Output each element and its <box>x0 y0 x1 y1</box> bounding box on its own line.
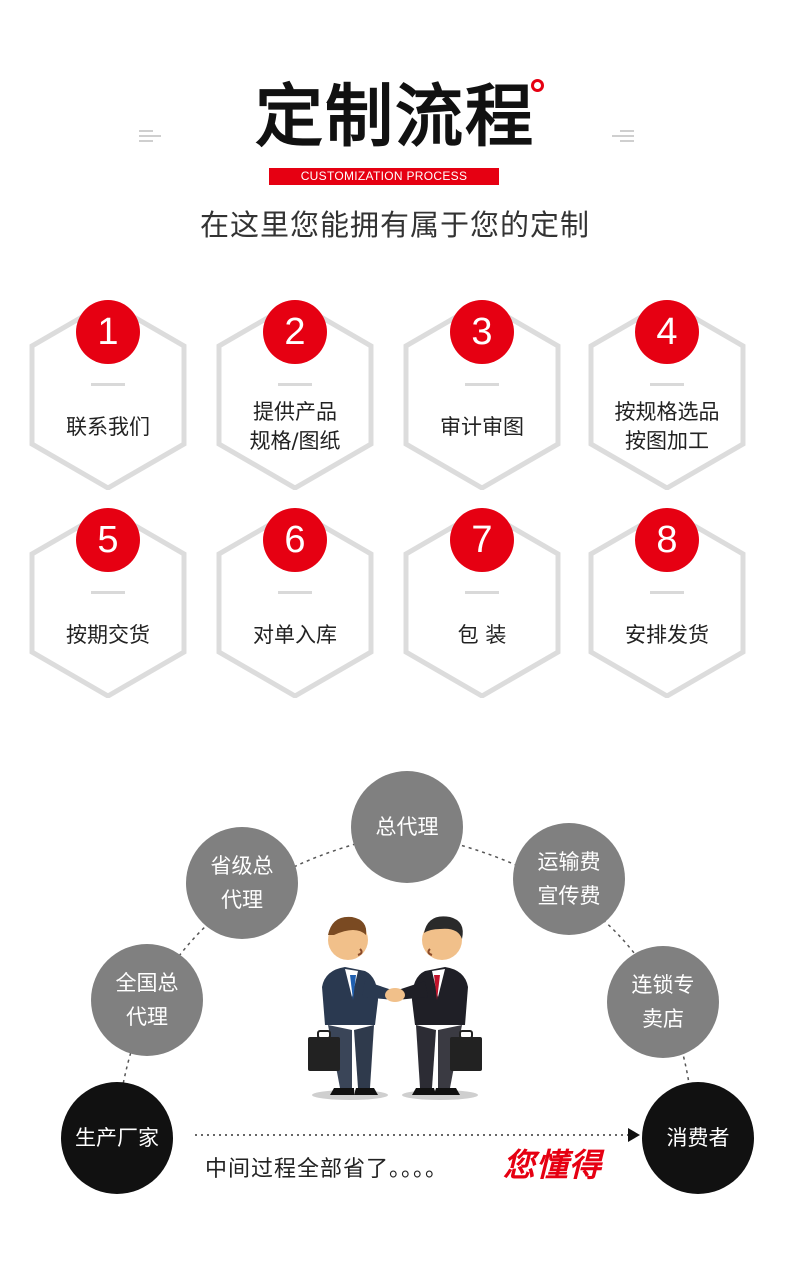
national-agent-circle: 全国总 代理 <box>91 944 203 1056</box>
hexagon-frame-icon <box>29 300 187 490</box>
chain-store-circle: 连锁专 卖店 <box>607 946 719 1058</box>
hexagon-frame-icon <box>403 508 561 698</box>
producer-circle: 生产厂家 <box>61 1082 173 1194</box>
step-card-2: 2 提供产品 规格/图纸 <box>215 300 375 490</box>
step-label: 审计审图 <box>440 414 524 439</box>
step-number-badge: 1 <box>76 300 140 364</box>
step-card-6: 6 对单入库 <box>215 508 375 698</box>
step-label: 联系我们 <box>66 414 150 439</box>
step-card-4: 4 按规格选品 按图加工 <box>587 300 747 490</box>
step-divider <box>91 383 125 386</box>
step-card-3: 3 审计审图 <box>402 300 562 490</box>
general-agent-circle: 总代理 <box>351 771 463 883</box>
step-divider <box>465 591 499 594</box>
step-divider <box>650 591 684 594</box>
hexagon-frame-icon <box>403 300 561 490</box>
step-divider <box>650 383 684 386</box>
step-number-badge: 2 <box>263 300 327 364</box>
step-label: 包 装 <box>457 622 507 647</box>
handshake-businessmen-icon <box>308 916 482 1100</box>
step-number-badge: 4 <box>635 300 699 364</box>
step-card-8: 8 安排发货 <box>587 508 747 698</box>
subtitle-banner: CUSTOMIZATION PROCESS <box>269 168 499 185</box>
step-card-5: 5 按期交货 <box>28 508 188 698</box>
page-title: 定制流程 <box>254 77 535 157</box>
step-label: 对单入库 <box>253 622 337 647</box>
step-card-1: 1 联系我们 <box>28 300 188 490</box>
hexagon-frame-icon <box>216 508 374 698</box>
step-label: 按规格选品 按图加工 <box>614 400 720 453</box>
step-card-7: 7 包 装 <box>402 508 562 698</box>
step-number-badge: 5 <box>76 508 140 572</box>
step-number-badge: 7 <box>450 508 514 572</box>
hexagon-frame-icon <box>588 300 746 490</box>
step-divider <box>465 383 499 386</box>
step-label: 按期交货 <box>66 622 150 647</box>
left-lines-icon <box>139 130 161 144</box>
step-label: 安排发货 <box>625 622 709 647</box>
step-divider <box>91 591 125 594</box>
step-number-badge: 6 <box>263 508 327 572</box>
shipping-fee-circle: 运输费 宣传费 <box>513 823 625 935</box>
slogan: 您懂得 <box>503 1146 603 1184</box>
step-divider <box>278 383 312 386</box>
step-label: 提供产品 规格/图纸 <box>249 400 341 453</box>
tagline: 在这里您能拥有属于您的定制 <box>199 208 590 242</box>
consumer-circle: 消费者 <box>642 1082 754 1194</box>
step-divider <box>278 591 312 594</box>
step-number-badge: 8 <box>635 508 699 572</box>
title-circle-icon <box>531 79 544 92</box>
right-lines-icon <box>612 130 634 144</box>
provincial-agent-circle: 省级总 代理 <box>186 827 298 939</box>
hexagon-frame-icon <box>588 508 746 698</box>
hexagon-frame-icon <box>216 300 374 490</box>
bottom-statement: 中间过程全部省了。。。。 <box>205 1157 449 1182</box>
hexagon-frame-icon <box>29 508 187 698</box>
step-number-badge: 3 <box>450 300 514 364</box>
